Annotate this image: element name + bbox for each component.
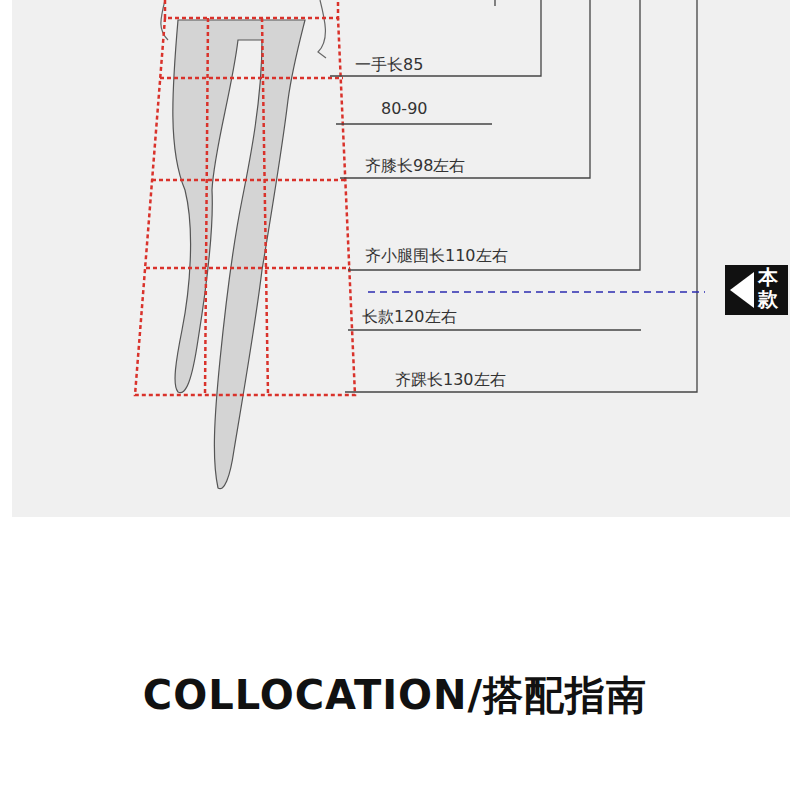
leader-lines <box>330 0 697 392</box>
figure-arms <box>161 0 326 58</box>
length-label: 长款120左右 <box>362 307 457 326</box>
section-title: COLLOCATION/搭配指南 <box>0 668 790 723</box>
length-label: 齐小腿围长110左右 <box>365 246 508 265</box>
length-label: 齐膝长98左右 <box>365 156 465 175</box>
current-length-line <box>368 291 705 293</box>
coat-outline <box>135 0 355 395</box>
panel-ground <box>12 0 790 517</box>
marker-label: 本款 <box>758 266 778 310</box>
length-label: 齐踝长130左右 <box>395 370 506 389</box>
marker-arrow <box>730 272 754 308</box>
marker-box <box>725 265 788 315</box>
figure-legs <box>173 20 305 489</box>
length-label: 一手长85 <box>355 55 423 74</box>
length-label: 80-90 <box>381 99 428 118</box>
